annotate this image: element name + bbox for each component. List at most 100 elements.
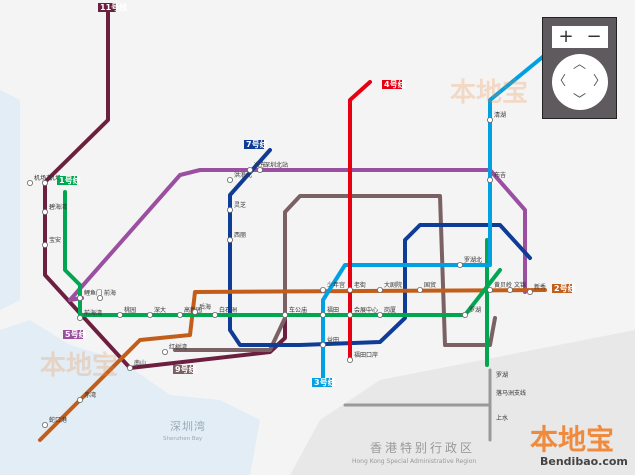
station-label: 会展中心: [354, 306, 378, 314]
station-marker[interactable]: [77, 396, 84, 403]
station-label: 老街: [354, 281, 366, 289]
line-2: [38, 288, 547, 442]
water-area: [0, 90, 20, 310]
station-label: 桃园: [124, 306, 136, 314]
pan-up-icon[interactable]: ︿: [573, 57, 587, 72]
station-marker[interactable]: [527, 288, 534, 295]
station-label: 罗湖: [469, 306, 481, 314]
station-label: 车公庙: [289, 306, 307, 314]
station-marker[interactable]: [246, 166, 253, 173]
badge-line-3: 3号线: [312, 377, 336, 387]
station-label: 国贸: [424, 281, 436, 289]
hong-kong-area: [290, 330, 635, 475]
station-label: 赤湾: [84, 391, 96, 399]
station-label: 深圳北站: [264, 161, 288, 169]
station-label: 洪浪北: [234, 171, 252, 179]
station-marker[interactable]: [461, 311, 468, 318]
station-marker[interactable]: [42, 208, 49, 215]
station-label: 黄贝岭: [494, 281, 512, 289]
station-marker[interactable]: [146, 311, 153, 318]
badge-line-5: 5号线: [63, 329, 87, 339]
station-label: 西丽: [234, 232, 246, 239]
station-marker[interactable]: [226, 236, 233, 243]
station-marker[interactable]: [346, 356, 353, 363]
svg-text:2号线: 2号线: [554, 283, 576, 293]
pan-control[interactable]: ︿ ﹀ 〈 〉: [552, 54, 608, 110]
line-9: [173, 194, 497, 352]
hk-station-label: 上水: [496, 414, 508, 422]
hong-kong-label: 香港特别行政区: [370, 440, 475, 455]
line-badges: 11号线 4号线 7号线 1号线 5号线 2号线 9号线 3号线: [57, 2, 576, 387]
station-marker[interactable]: [42, 421, 49, 428]
line-5: [68, 168, 527, 302]
svg-text:11号线: 11号线: [100, 2, 127, 12]
station-marker[interactable]: [161, 348, 168, 355]
station-marker[interactable]: [127, 364, 134, 371]
station-label: 文锦: [514, 281, 526, 289]
station-marker[interactable]: [346, 286, 353, 293]
station-marker[interactable]: [226, 176, 233, 183]
hk-station-label: 落马洲支线: [496, 389, 526, 397]
station-marker[interactable]: [77, 314, 84, 321]
station-marker[interactable]: [416, 286, 423, 293]
station-label: 白石洲: [219, 306, 237, 314]
pan-down-icon[interactable]: ﹀: [573, 93, 587, 108]
zoom-out-button[interactable]: −: [580, 26, 608, 48]
svg-text:3号线: 3号线: [314, 377, 336, 387]
hong-kong-label-en: Hong Kong Special Administrative Region: [352, 458, 476, 465]
station-marker[interactable]: [77, 294, 84, 301]
station-label: 福田口岸: [354, 351, 378, 359]
station-label: 机场: [49, 174, 61, 182]
svg-text:7号线: 7号线: [246, 139, 268, 149]
station-marker[interactable]: [176, 311, 183, 318]
station-label: 蛇口港: [49, 416, 67, 424]
station-marker[interactable]: [117, 311, 124, 318]
map-controls: + − ︿ ﹀ 〈 〉: [542, 17, 617, 119]
pan-left-icon[interactable]: 〈: [553, 74, 567, 89]
station-marker[interactable]: [42, 179, 49, 186]
station-marker[interactable]: [506, 286, 513, 293]
station-marker[interactable]: [486, 117, 493, 124]
station-marker[interactable]: [376, 311, 383, 318]
station-label: 福田: [327, 306, 339, 314]
station-marker[interactable]: [486, 286, 493, 293]
station-label: 南山: [134, 359, 146, 367]
station-marker[interactable]: [319, 311, 326, 318]
water-area: [0, 320, 260, 475]
station-marker[interactable]: [26, 179, 33, 186]
station-marker[interactable]: [97, 294, 104, 301]
badge-line-9: 9号线: [173, 364, 197, 374]
station-marker[interactable]: [42, 241, 49, 248]
stations: 机场东机场碧海湾宝安前海湾鲤鱼门南山桃园深大高新园白石洲西丽灵芝洪浪北兴东车公庙…: [26, 111, 546, 428]
station-label: 机场东: [34, 174, 52, 182]
badge-line-7: 7号线: [244, 139, 268, 149]
line-4: [348, 80, 372, 362]
badge-line-2: 2号线: [552, 283, 576, 293]
svg-text:5号线: 5号线: [65, 329, 87, 339]
station-marker[interactable]: [211, 311, 218, 318]
station-label: 罗湖北: [464, 256, 482, 264]
station-marker[interactable]: [456, 261, 463, 268]
station-marker[interactable]: [319, 341, 326, 348]
pan-right-icon[interactable]: 〉: [593, 74, 607, 89]
zoom-in-button[interactable]: +: [552, 26, 580, 48]
bendibao-logo: 本地宝: [530, 423, 615, 456]
station-marker[interactable]: [319, 286, 326, 293]
station-label: 清湖: [494, 111, 506, 119]
station-marker[interactable]: [346, 311, 353, 318]
station-marker[interactable]: [281, 311, 288, 318]
hk-station-label: 罗湖: [496, 371, 508, 379]
station-marker[interactable]: [226, 206, 233, 213]
station-label: 少年宫: [327, 281, 345, 289]
station-label: 宝安: [49, 236, 61, 244]
station-marker[interactable]: [376, 286, 383, 293]
station-marker[interactable]: [486, 176, 493, 183]
svg-text:9号线: 9号线: [175, 364, 197, 374]
station-label: 前海: [104, 289, 116, 297]
station-label: 鲤鱼门: [84, 289, 102, 297]
metro-lines: [38, 8, 602, 442]
station-label: 岗厦: [384, 307, 396, 314]
station-marker[interactable]: [191, 308, 198, 315]
station-marker[interactable]: [256, 166, 263, 173]
